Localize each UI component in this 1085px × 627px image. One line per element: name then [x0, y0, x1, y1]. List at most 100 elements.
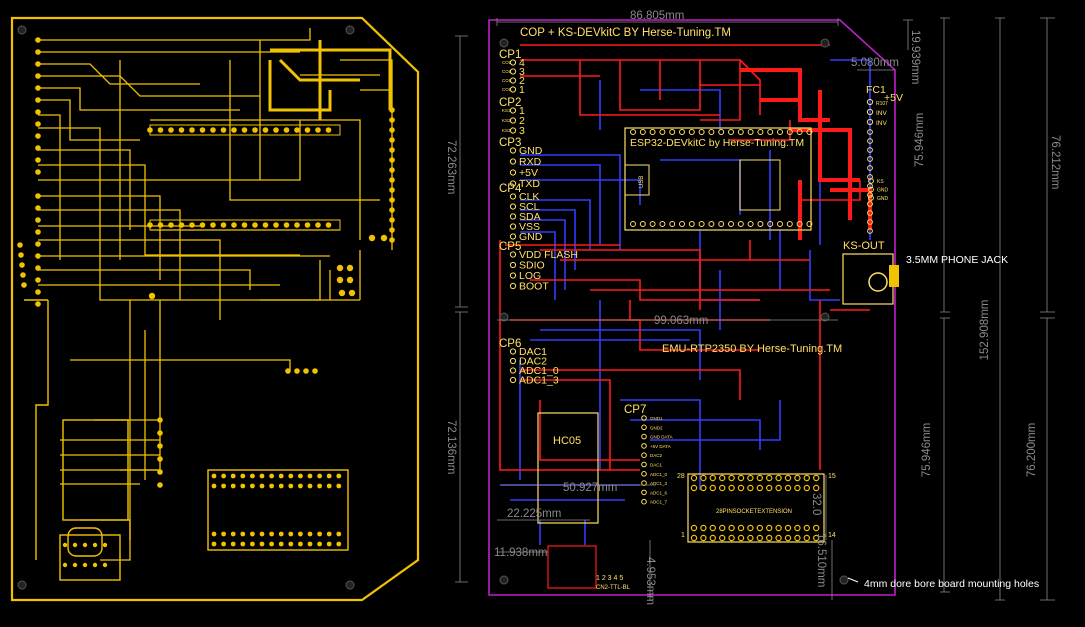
socket-pin-grid	[690, 474, 820, 542]
header-pad	[509, 158, 517, 165]
socket-pin	[728, 484, 735, 492]
esp32-pin	[679, 129, 685, 135]
header-pad	[509, 233, 517, 240]
header-pin-label: RXD	[519, 156, 542, 168]
copper-pad	[312, 368, 318, 374]
right-column-pad	[867, 156, 873, 162]
header-sublabel: KS2	[502, 118, 511, 123]
copper-pad	[283, 222, 290, 228]
copper-pad	[210, 222, 216, 228]
header-pad	[509, 357, 517, 365]
socket-pin	[690, 484, 698, 492]
esp32-pin	[649, 129, 656, 135]
socket-pin	[747, 484, 754, 492]
left-copper-board	[10, 16, 420, 602]
right-edge-pad	[866, 108, 874, 116]
copper-pad	[269, 483, 274, 489]
right-column-pad	[867, 183, 873, 189]
socket-pin	[756, 484, 764, 492]
socket-pin	[775, 474, 782, 482]
right-column-pad	[867, 201, 873, 207]
cp7-pin-label: +5V DATA	[650, 444, 671, 449]
copper-pad	[157, 469, 163, 475]
esp32-pin	[639, 221, 646, 227]
copper-pad	[278, 541, 284, 547]
copper-pad	[35, 241, 41, 247]
copper-pad	[92, 562, 98, 568]
copper-pad	[102, 542, 108, 548]
phone-jack-annotation: 3.5MM PHONE JACK	[906, 254, 1008, 266]
mounting-leader-arrow	[847, 577, 859, 583]
copper-pad	[35, 193, 41, 199]
header-pin-label: 1	[519, 105, 525, 117]
socket-pin	[803, 474, 811, 482]
esp32-pin	[767, 221, 774, 227]
copper-pad	[389, 117, 395, 123]
copper-pad	[230, 541, 236, 547]
copper-pad	[35, 265, 41, 271]
dim-32: 32.0	[810, 493, 822, 515]
copper-pad	[389, 177, 395, 183]
esp32-pin	[767, 129, 774, 135]
header-pin-label: BOOT	[519, 281, 549, 293]
socket-pin	[700, 534, 707, 542]
esp32-module: USB ESP32-DEVkitC by Herse-Tuning.TM	[624, 127, 812, 231]
copper-pad	[278, 531, 284, 537]
header-pin-label: SDIO	[519, 260, 545, 272]
copper-pad	[278, 473, 284, 479]
esp32-pin	[688, 221, 695, 227]
copper-pad	[211, 531, 217, 537]
header-pad	[509, 272, 517, 279]
copper-pad	[346, 276, 354, 284]
right-column-pad	[867, 147, 873, 153]
header-sublabel: COL	[502, 69, 512, 74]
copper-pad	[62, 562, 68, 568]
header-pad	[509, 376, 517, 384]
cp7-pad	[641, 480, 647, 486]
cn2-label: CN2-TTL-BL	[596, 585, 631, 591]
copper-pad	[273, 222, 279, 228]
copper-pad	[298, 473, 303, 479]
right-edge-pad	[866, 118, 874, 126]
right-column-pad	[867, 138, 873, 144]
dim-50927: 50.927mm	[563, 482, 617, 494]
copper-pad	[17, 242, 23, 248]
dim-72136: 72.136mm	[445, 420, 457, 474]
copper-pad	[250, 541, 255, 547]
copper-pad	[62, 542, 68, 548]
copper-pad	[199, 222, 206, 228]
copper-pad	[35, 205, 41, 211]
cp7-pad	[641, 489, 647, 496]
socket-pin	[737, 484, 745, 492]
copper-pad	[304, 127, 311, 133]
socket-pin	[813, 524, 820, 532]
header-pad	[509, 261, 517, 269]
socket-pin	[803, 484, 811, 492]
copper-pad	[221, 531, 227, 537]
copper-pad	[211, 473, 217, 479]
socket-pin	[794, 474, 801, 482]
socket-pin	[700, 484, 707, 492]
copper-pad	[259, 473, 265, 479]
right-column-pad	[867, 219, 873, 225]
socket-pin	[784, 534, 792, 542]
copper-pad	[298, 541, 303, 547]
socket-pin	[803, 534, 811, 542]
copper-pad	[157, 482, 163, 488]
esp32-pin	[718, 129, 725, 135]
left-pads	[17, 37, 395, 568]
dimension-lines	[455, 17, 1055, 601]
esp32-pin	[698, 221, 705, 227]
copper-pad	[368, 234, 376, 242]
copper-pad	[35, 229, 41, 235]
copper-pad	[326, 473, 332, 479]
left-copper-traces	[38, 28, 393, 561]
copper-pad	[262, 127, 269, 133]
copper-pad	[210, 127, 216, 133]
cp7-pad	[641, 461, 647, 468]
socket-pin	[813, 474, 820, 482]
copper-pad	[157, 456, 163, 462]
copper-pad	[147, 222, 153, 228]
copper-pad	[325, 127, 332, 133]
